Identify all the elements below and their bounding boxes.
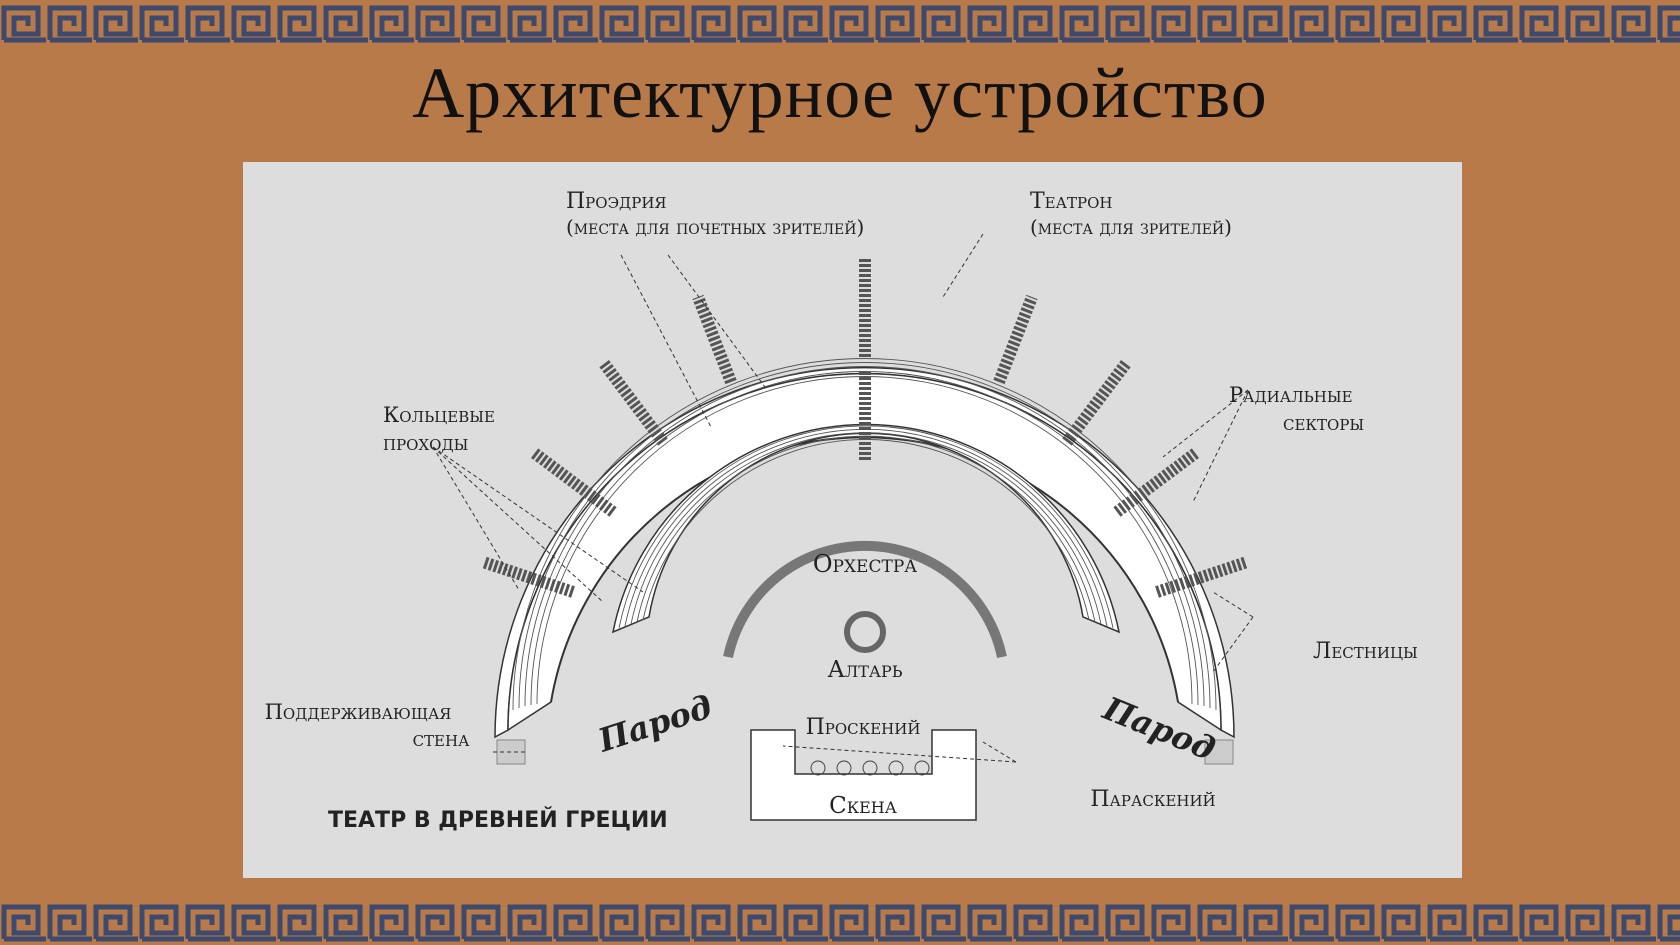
label-altar: Алтарь <box>827 657 902 683</box>
label-proedria: Проэдрия <box>566 189 667 214</box>
parod-right-pillar <box>1204 739 1234 765</box>
theatre-plan-diagram: Проэдрия (места для почетных зрителей) Т… <box>265 189 1418 833</box>
label-parod-left: Парод <box>593 687 717 760</box>
label-paraskenion: Параскений <box>1090 787 1215 812</box>
radial-staircases <box>481 257 1249 598</box>
label-support-wall-2: стена <box>413 727 471 751</box>
label-radial-sectors-1: Радиальные <box>1229 383 1353 407</box>
inner-seating-tier <box>611 423 1121 634</box>
greek-key-border-bottom <box>0 899 1680 945</box>
label-teatron: Театрон <box>1030 189 1112 214</box>
proskenion-columns <box>810 760 930 776</box>
proedria-ring <box>723 540 1007 659</box>
label-teatron-note: (места для зрителей) <box>1030 215 1232 239</box>
label-stairs: Лестницы <box>1313 639 1418 664</box>
label-skene: Скена <box>829 793 897 819</box>
label-radial-sectors-2: секторы <box>1283 411 1364 435</box>
greek-key-border-top <box>0 0 1680 46</box>
leader-lines <box>432 233 1254 763</box>
label-ring-passages-1: Кольцевые <box>383 403 495 427</box>
skene-building <box>750 729 977 821</box>
label-ring-passages-2: проходы <box>383 431 468 455</box>
theatre-diagram-panel: Проэдрия (места для почетных зрителей) Т… <box>243 162 1462 878</box>
outer-seat-rows <box>512 358 1217 711</box>
slide-title: Архитектурное устройство <box>412 53 1268 133</box>
diagram-caption: ТЕАТР В ДРЕВНЕЙ ГРЕЦИИ <box>328 807 668 833</box>
altar <box>844 611 886 653</box>
label-proskenion: Проскений <box>806 715 921 740</box>
label-support-wall-1: Поддерживающая <box>265 700 452 724</box>
label-proedria-note: (места для почетных зрителей) <box>566 215 864 239</box>
label-orchestra: Орхестра <box>813 550 917 578</box>
